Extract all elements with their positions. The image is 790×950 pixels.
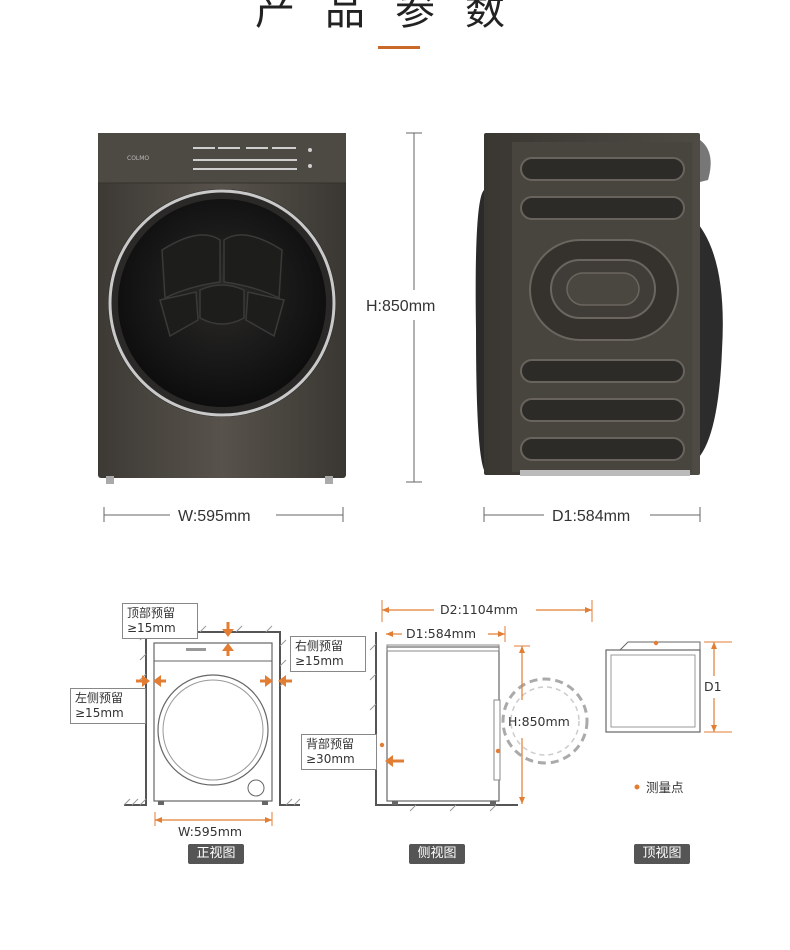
measure-point-legend-label: 测量点 bbox=[646, 780, 684, 795]
top-d1-label: D1 bbox=[704, 679, 722, 694]
top-clearance-callout: 顶部预留 ≥15mm bbox=[122, 603, 198, 639]
control-panel bbox=[193, 147, 312, 170]
side-height-label: H:850mm bbox=[508, 714, 570, 729]
front-view-tag: 正视图 bbox=[188, 844, 244, 864]
photo-width-label: W:595mm bbox=[178, 508, 251, 525]
side-d2-label: D2:1104mm bbox=[440, 602, 518, 617]
side-view-tag: 侧视图 bbox=[409, 844, 465, 864]
top-view-tag: 顶视图 bbox=[634, 844, 690, 864]
title-underline bbox=[378, 46, 420, 49]
top-view-diagram: D1 测量点 bbox=[605, 640, 732, 795]
back-clearance-callout: 背部预留 ≥30mm bbox=[301, 734, 377, 770]
left-clearance-callout: 左侧预留 ≥15mm bbox=[70, 688, 146, 724]
page-title: 产品参数 bbox=[255, 0, 535, 34]
front-view-diagram: W:595mm bbox=[123, 622, 301, 839]
measure-point-legend-dot bbox=[634, 784, 640, 790]
side-d1-label: D1:584mm bbox=[406, 626, 476, 641]
side-view-diagram: D2:1104mm D1:584mm H:850mm bbox=[369, 600, 593, 812]
right-clearance-callout: 右侧预留 ≥15mm bbox=[290, 636, 366, 672]
photo-height-label: H:850mm bbox=[366, 298, 435, 315]
front-machine-photo: COLMO bbox=[98, 133, 346, 484]
front-width-label: W:595mm bbox=[178, 824, 242, 839]
photo-depth-label: D1:584mm bbox=[552, 508, 630, 525]
drum-paddles bbox=[159, 234, 285, 338]
side-machine-photo bbox=[475, 133, 723, 476]
brand-logo: COLMO bbox=[127, 155, 149, 162]
